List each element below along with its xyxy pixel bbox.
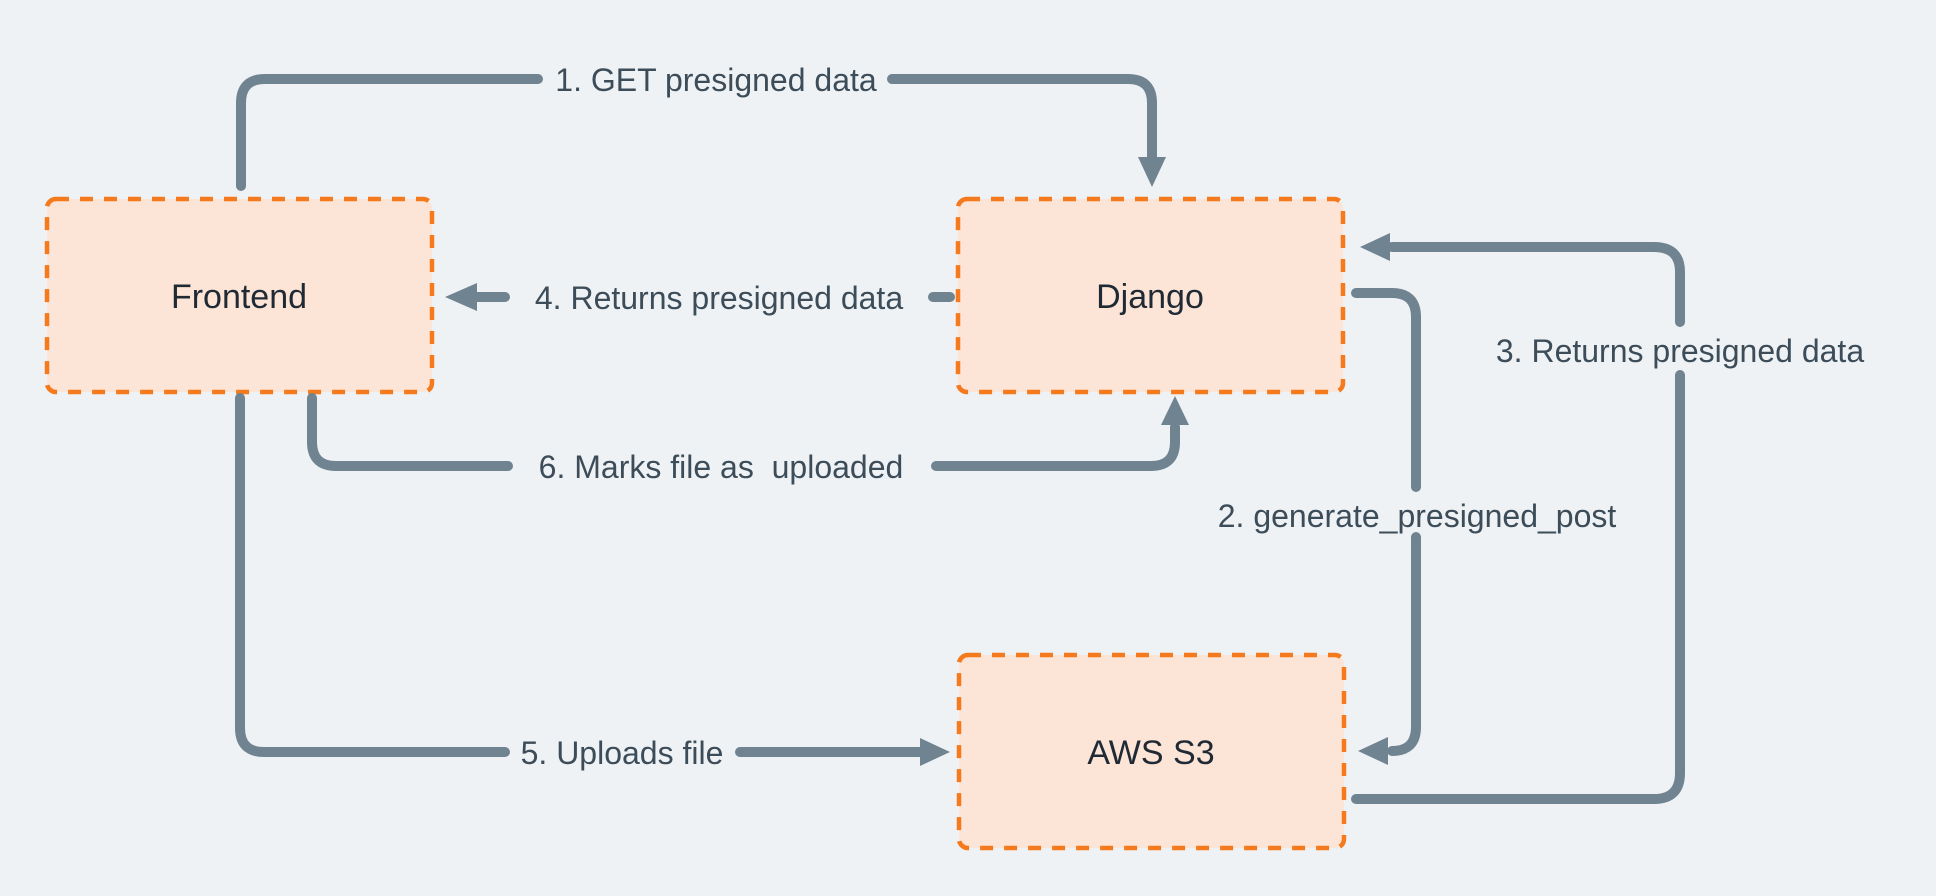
flow-3-line-start: [1351, 370, 1685, 804]
flow-6-marks-file-uploaded: 6. Marks file as uploaded: [307, 393, 1189, 485]
node-django: Django: [955, 196, 1346, 395]
node-frontend-label: Frontend: [171, 278, 307, 316]
flow-4-returns-presigned-data: 4. Returns presigned data: [445, 280, 955, 316]
flow-4-arrowhead-left-icon: [445, 283, 477, 311]
flow-1-arrowhead-down-icon: [1138, 157, 1166, 187]
flow-1-line-start: [236, 74, 543, 191]
flow-1-get-presigned-data: 1. GET presigned data: [236, 62, 1166, 191]
flow-1-line-end: [887, 74, 1157, 163]
flow-2-generate-presigned-post: 2. generate_presigned_post: [1218, 288, 1617, 765]
flow-5-arrowhead-right-icon: [920, 738, 950, 766]
flow-3-line-end: [1387, 242, 1685, 327]
flow-5-line-start: [235, 393, 510, 757]
flow-5-uploads-file: 5. Uploads file: [235, 393, 950, 771]
flow-6-arrowhead-up-icon: [1161, 396, 1189, 425]
flow-4-label: 4. Returns presigned data: [535, 280, 903, 316]
flow-5-label: 5. Uploads file: [521, 735, 724, 771]
flow-3-arrowhead-left-icon: [1360, 233, 1390, 261]
flow-3-label: 3. Returns presigned data: [1496, 333, 1864, 369]
flow-1-label: 1. GET presigned data: [555, 62, 877, 98]
node-aws-s3-label: AWS S3: [1087, 734, 1214, 772]
flow-2-line-end: [1387, 532, 1421, 756]
node-frontend-box: [44, 196, 435, 395]
flow-2-line-start: [1351, 288, 1421, 492]
flow-6-line-start: [307, 393, 513, 471]
node-aws-s3-box: [956, 652, 1347, 851]
flow-3-returns-presigned-data: 3. Returns presigned data: [1351, 233, 1864, 804]
node-django-label: Django: [1096, 278, 1204, 316]
flow-2-arrowhead-left-icon: [1358, 737, 1388, 765]
node-django-box: [955, 196, 1346, 395]
flow-6-label: 6. Marks file as uploaded: [539, 449, 904, 485]
flow-2-label: 2. generate_presigned_post: [1218, 498, 1617, 534]
flow-6-line-end: [931, 422, 1180, 471]
node-aws-s3: AWS S3: [956, 652, 1347, 851]
node-frontend: Frontend: [44, 196, 435, 395]
